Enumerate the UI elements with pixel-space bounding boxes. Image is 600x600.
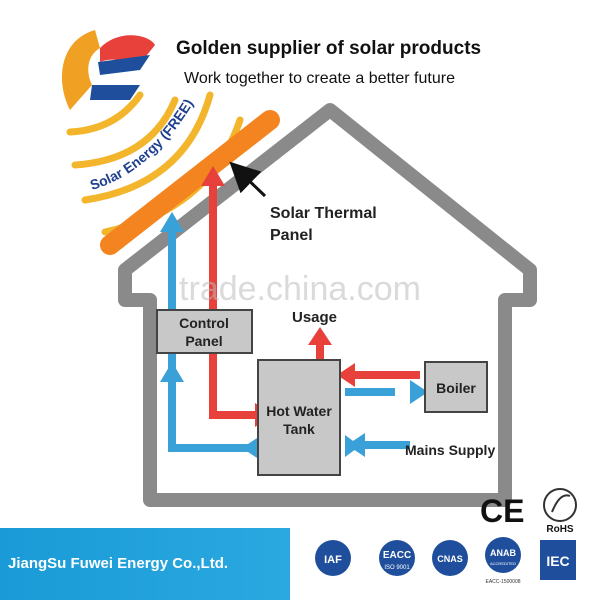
iec-mark: IEC — [540, 540, 576, 580]
rohs-mark: RoHS — [543, 488, 577, 535]
boiler-label: Boiler — [436, 380, 476, 396]
cnas-mark: CNAS — [432, 540, 468, 576]
tank-label-line1: Hot Water — [266, 403, 332, 419]
iaf-mark: IAF — [315, 540, 351, 576]
svg-text:IAF: IAF — [324, 554, 342, 566]
svg-text:ISO 9001: ISO 9001 — [384, 565, 410, 571]
tank-label-line2: Tank — [283, 421, 315, 437]
svg-text:EACC: EACC — [383, 550, 411, 561]
mains-supply-label: Mains Supply — [405, 442, 495, 458]
panel-label-line2: Panel — [270, 227, 313, 244]
boiler-box — [424, 361, 488, 413]
svg-text:ACCREDITED: ACCREDITED — [490, 561, 516, 566]
solar-thermal-panel — [100, 110, 280, 255]
svg-text:RoHS: RoHS — [546, 524, 574, 535]
company-logo — [62, 30, 155, 110]
svg-text:CE: CE — [480, 493, 524, 529]
usage-label: Usage — [292, 309, 337, 326]
control-label-line2: Panel — [185, 333, 222, 349]
anab-mark: ANAB ACCREDITED EACC-1500008 — [485, 537, 521, 585]
control-panel-box — [156, 309, 253, 354]
house-outline — [118, 103, 537, 507]
header-subtitle: Work together to create a better future — [184, 70, 455, 87]
watermark: trade.china.com — [179, 270, 421, 308]
panel-pointer-arrow — [229, 161, 267, 198]
svg-text:CNAS: CNAS — [437, 554, 463, 564]
footer-bar — [0, 528, 290, 600]
eacc-mark: EACC ISO 9001 — [379, 540, 415, 576]
hot-water-tank-box — [257, 359, 341, 476]
cold-arrowheads — [160, 212, 428, 460]
header-title: Golden supplier of solar products — [176, 38, 482, 59]
panel-label-line1: Solar Thermal — [270, 205, 377, 222]
ce-mark: CE — [480, 493, 524, 529]
svg-text:ANAB: ANAB — [490, 548, 516, 558]
svg-text:EACC-1500008: EACC-1500008 — [485, 579, 520, 585]
svg-text:IEC: IEC — [546, 553, 569, 569]
diagram-labels: Solar Thermal Panel Control Panel Usage … — [179, 205, 495, 458]
control-label-line1: Control — [179, 315, 229, 331]
company-name: JiangSu Fuwei Energy Co.,Ltd. — [8, 555, 229, 572]
